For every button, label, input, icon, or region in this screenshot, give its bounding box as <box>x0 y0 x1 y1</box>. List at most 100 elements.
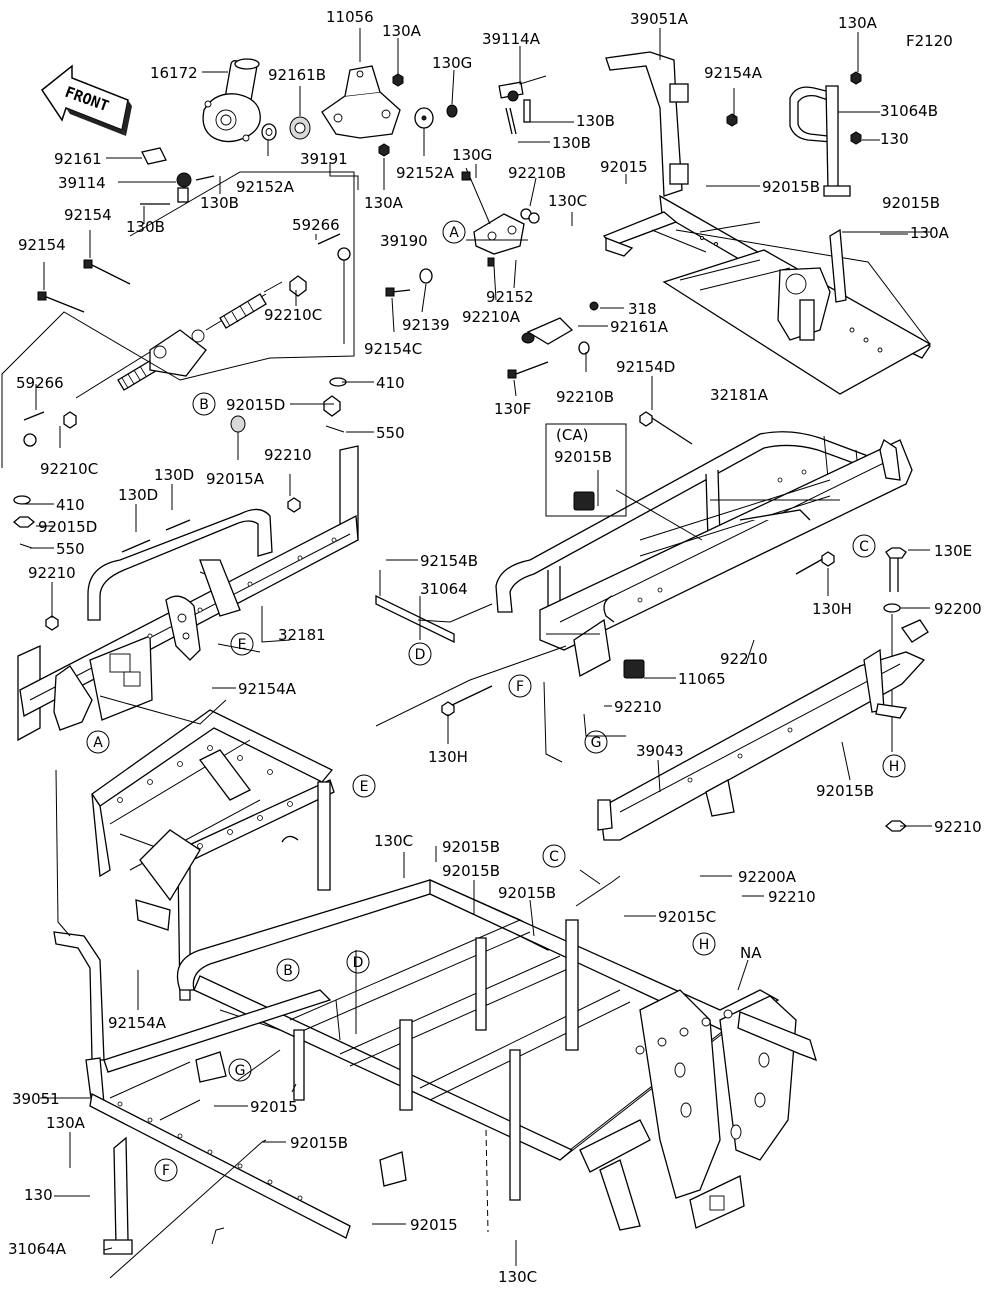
label-CA: (CA) <box>556 426 588 444</box>
bracket-11056 <box>321 65 401 139</box>
label-92154A: 92154A <box>238 680 297 698</box>
nuts-mid-left <box>230 395 345 433</box>
label-92139: 92139 <box>402 316 450 334</box>
front-arrow: FRONT <box>40 64 132 136</box>
main-frame <box>53 709 817 1255</box>
left-small-parts <box>140 147 215 205</box>
label-39114: 39114 <box>58 174 106 192</box>
rail-32181A <box>495 431 913 679</box>
label-130C: 130C <box>548 192 587 210</box>
leader-lines <box>1 28 932 1279</box>
callout-F-1: F <box>508 674 532 698</box>
label-59266: 59266 <box>16 374 64 392</box>
label-59266: 59266 <box>292 216 340 234</box>
label-130E: 130E <box>934 542 972 560</box>
diagram-code: F2120 <box>906 32 953 50</box>
label-92210: 92210 <box>720 650 768 668</box>
label-410: 410 <box>376 374 405 392</box>
label-16172: 16172 <box>150 64 198 82</box>
label-130A: 130A <box>364 194 404 212</box>
label-92015B: 92015B <box>882 194 940 212</box>
label-92161A: 92161A <box>610 318 669 336</box>
label-92015B: 92015B <box>290 1134 348 1152</box>
callout-A-2: A <box>86 730 110 754</box>
label-92015: 92015 <box>250 1098 298 1116</box>
label-92152A: 92152A <box>236 178 295 196</box>
label-130B: 130B <box>576 112 615 130</box>
label-39191: 39191 <box>300 150 348 168</box>
svg-text:F: F <box>516 679 524 695</box>
callout-F-2: F <box>154 1158 178 1182</box>
callout-E-1: E <box>230 632 254 656</box>
label-92161B: 92161B <box>268 66 326 84</box>
svg-text:E: E <box>238 637 247 653</box>
label-92210: 92210 <box>768 888 816 906</box>
callout-H-2: H <box>692 932 716 956</box>
label-92152A: 92152A <box>396 164 455 182</box>
washers-upper <box>261 104 458 141</box>
callout-C-2: C <box>542 844 566 868</box>
label-92015B: 92015B <box>554 448 612 466</box>
svg-text:A: A <box>449 225 459 241</box>
tie-rod-left <box>12 411 77 549</box>
label-92015: 92015 <box>600 158 648 176</box>
label-130A: 130A <box>46 1114 86 1132</box>
label-130C: 130C <box>498 1268 537 1286</box>
svg-text:B: B <box>199 397 209 413</box>
label-92154A: 92154A <box>108 1014 167 1032</box>
label-92210C: 92210C <box>264 306 322 324</box>
bar-31064 <box>375 570 455 644</box>
svg-text:H: H <box>699 937 710 953</box>
callout-H-1: H <box>882 754 906 778</box>
svg-text:G: G <box>235 1063 246 1079</box>
label-92154: 92154 <box>64 206 112 224</box>
label-92210: 92210 <box>28 564 76 582</box>
label-92210: 92210 <box>934 818 982 836</box>
label-92015B: 92015B <box>762 178 820 196</box>
label-410: 410 <box>56 496 85 514</box>
label-130A: 130A <box>838 14 878 32</box>
callout-B-1: B <box>192 392 216 416</box>
label-130C: 130C <box>374 832 413 850</box>
label-92154D: 92154D <box>616 358 675 376</box>
label-39051: 39051 <box>12 1090 60 1108</box>
label-NA: NA <box>740 944 762 962</box>
cross-member-39043 <box>597 619 929 841</box>
bracket-31064B <box>789 85 851 197</box>
label-92200A: 92200A <box>738 868 797 886</box>
label-92154: 92154 <box>18 236 66 254</box>
svg-text:F: F <box>162 1163 170 1179</box>
label-31064B: 31064B <box>880 102 938 120</box>
callout-C-1: C <box>852 534 876 558</box>
label-92210A: 92210A <box>462 308 521 326</box>
label-130B: 130B <box>552 134 591 152</box>
label-92015C: 92015C <box>658 908 716 926</box>
label-130D: 130D <box>118 486 158 504</box>
label-92200: 92200 <box>934 600 982 618</box>
fastener-stack-right <box>883 547 908 832</box>
label-130G: 130G <box>452 146 492 164</box>
label-11056: 11056 <box>326 8 374 26</box>
svg-text:C: C <box>549 849 559 865</box>
label-92210B: 92210B <box>508 164 566 182</box>
label-92015B: 92015B <box>816 782 874 800</box>
label-92015B: 92015B <box>442 862 500 880</box>
label-92210B: 92210B <box>556 388 614 406</box>
callout-G-1: G <box>584 730 608 754</box>
label-39114A: 39114A <box>482 30 541 48</box>
svg-text:C: C <box>859 539 869 555</box>
label-92154A: 92154A <box>704 64 763 82</box>
rail-32181 <box>17 445 359 742</box>
svg-text:H: H <box>889 759 900 775</box>
cargo-frame-39051A <box>602 51 932 395</box>
label-130D: 130D <box>154 466 194 484</box>
label-130A: 130A <box>910 224 950 242</box>
label-92015A: 92015A <box>206 470 265 488</box>
label-92015B: 92015B <box>442 838 500 856</box>
label-92015B: 92015B <box>498 884 556 902</box>
label-92015: 92015 <box>410 1216 458 1234</box>
tie-rod-right <box>289 233 351 387</box>
label-39043: 39043 <box>636 742 684 760</box>
part-labels: F2120 11056 130A 39114A 39051A 130A 1617… <box>8 8 982 1286</box>
